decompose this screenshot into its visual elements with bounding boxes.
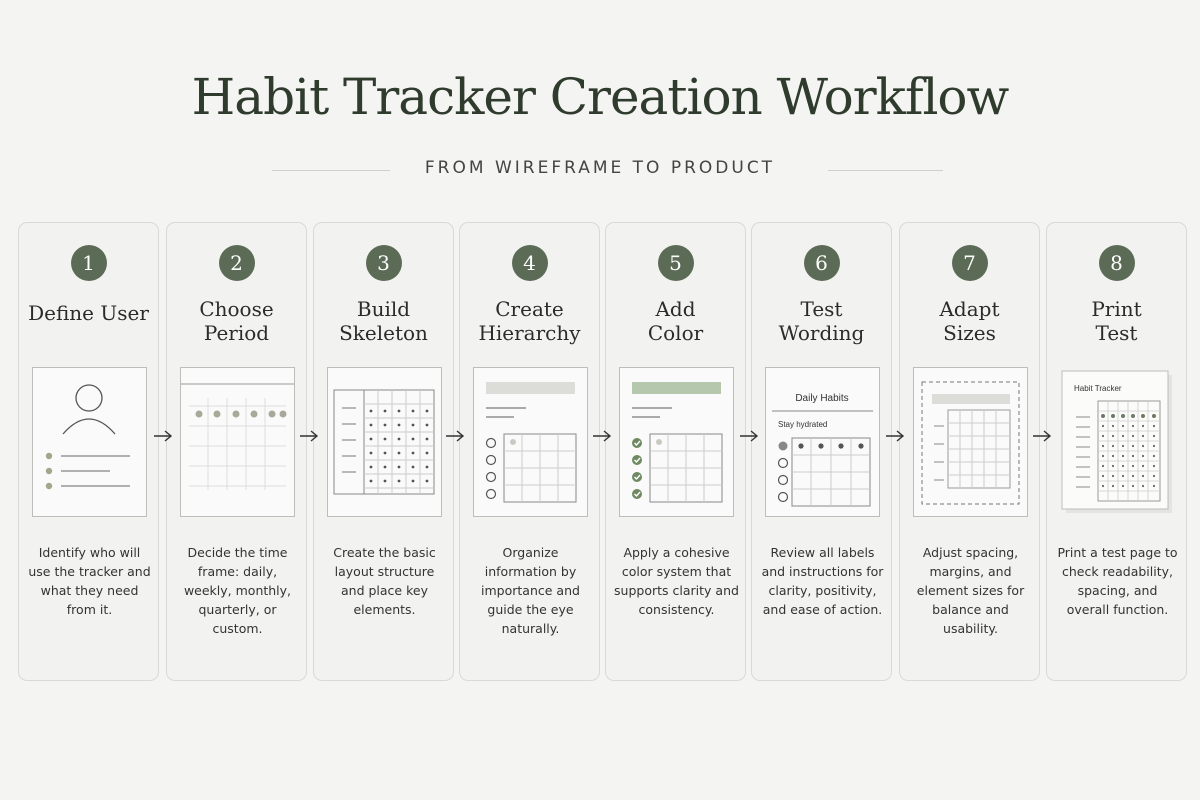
arrow-right-icon [593, 430, 612, 442]
step-description: Review all labels and instructions for c… [761, 545, 884, 617]
illus-heading-text: Daily Habits [795, 393, 848, 404]
step-description: Adjust spacing, margins, and element siz… [916, 545, 1025, 636]
step-number-badge: 8 [1098, 245, 1135, 281]
step-description: Print a test page to check readability, … [1057, 545, 1178, 617]
step-description: Create the basic layout structure and pl… [333, 545, 436, 617]
step-number-badge: 6 [803, 245, 840, 281]
page-title: Habit Tracker Creation Workflow [191, 68, 1010, 126]
hierarchy-illustration [473, 367, 588, 517]
arrow-right-icon [740, 430, 759, 442]
subtitle-divider-left [272, 170, 390, 171]
step-number-badge: 2 [218, 245, 255, 281]
user-profile-illustration [32, 367, 147, 517]
size-adaptation-illustration [913, 367, 1028, 517]
arrow-right-icon [446, 430, 465, 442]
arrow-right-icon [300, 430, 319, 442]
step-number-badge: 1 [70, 245, 107, 281]
printed-page-illustration: Habit Tracker [1060, 367, 1175, 517]
illus-item-text: Stay hydrated [778, 420, 827, 429]
subtitle-row: FROM WIREFRAME TO PRODUCT [0, 158, 1200, 182]
illus-heading-text: Habit Tracker [1074, 384, 1122, 393]
step-number-badge: 7 [951, 245, 988, 281]
step-card-1: 1 Define User Identify who will use the … [18, 222, 159, 681]
layout-skeleton-illustration [327, 367, 442, 517]
arrow-right-icon [886, 430, 905, 442]
color-system-illustration [619, 367, 734, 517]
arrow-right-icon [154, 430, 173, 442]
step-number-badge: 3 [365, 245, 402, 281]
page-subtitle: FROM WIREFRAME TO PRODUCT [424, 158, 776, 178]
wording-test-illustration: Daily Habits Stay hydrated [765, 367, 880, 517]
step-title: Define User [28, 301, 149, 325]
calendar-grid-illustration [180, 367, 295, 517]
step-description: Apply a cohesive color system that suppo… [614, 545, 739, 617]
step-number-badge: 4 [511, 245, 548, 281]
subtitle-divider-right [828, 170, 943, 171]
step-description: Organize information by importance and g… [481, 545, 580, 636]
step-number-badge: 5 [657, 245, 694, 281]
step-description: Decide the time frame: daily, weekly, mo… [183, 545, 292, 636]
arrow-right-icon [1033, 430, 1052, 442]
step-description: Identify who will use the tracker and wh… [28, 545, 151, 617]
